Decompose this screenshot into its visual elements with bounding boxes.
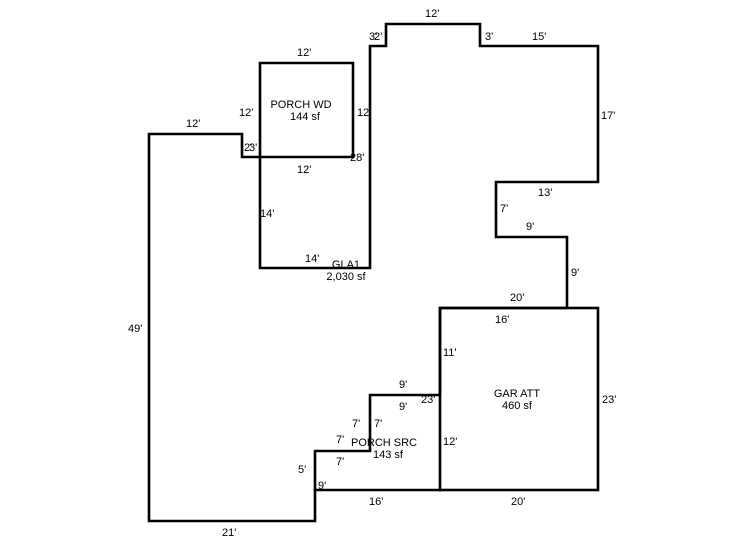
dimension-label: 9' xyxy=(399,379,407,391)
dimension-label: 23' xyxy=(602,394,616,406)
dimension-label: 14' xyxy=(305,253,319,265)
dimension-label: 9' xyxy=(526,221,534,233)
dimension-label: 12' xyxy=(239,107,253,119)
garage-outline xyxy=(438,306,600,492)
dimension-label: 28' xyxy=(350,152,364,164)
dimension-label: 11' xyxy=(443,347,457,359)
dimension-label: 7' xyxy=(374,418,382,430)
dimension-label: 12' xyxy=(186,118,200,130)
porch-wd-size: 144 sf xyxy=(290,111,321,123)
dimension-label: 3' xyxy=(249,142,257,154)
dimension-label: 20' xyxy=(510,292,524,304)
dimension-label: 20' xyxy=(511,496,525,508)
dimension-label: 7' xyxy=(336,456,344,468)
dimension-label: 9' xyxy=(571,267,579,279)
garage-size: 460 sf xyxy=(502,400,533,412)
dimension-label: 5' xyxy=(298,464,306,476)
dimension-label: 3' xyxy=(485,31,493,43)
dimension-label: 9' xyxy=(318,480,326,492)
dimension-label: 13' xyxy=(538,187,552,199)
dimension-label: 12' xyxy=(297,47,311,59)
garage-name: GAR ATT xyxy=(494,388,541,400)
porch-src-size: 143 sf xyxy=(373,449,404,461)
dimension-label: 2' xyxy=(374,31,382,43)
dimension-label: 12' xyxy=(357,107,371,119)
gla-outline xyxy=(147,22,600,523)
dimension-label: 2' xyxy=(244,142,252,154)
dimension-label: 14' xyxy=(260,208,274,220)
gla-size: 2,030 sf xyxy=(326,271,366,283)
dimension-label: 7' xyxy=(500,203,508,215)
dimension-label: 15' xyxy=(532,31,546,43)
dimension-label: 21' xyxy=(222,527,236,539)
porch-src-name: PORCH SRC xyxy=(351,437,417,449)
dimension-label: 17' xyxy=(601,110,615,122)
dimension-label: 16' xyxy=(495,314,509,326)
dimension-label: 7' xyxy=(336,434,344,446)
dimension-label: 23' xyxy=(421,394,435,406)
porch-wd-name: PORCH WD xyxy=(270,99,331,111)
dimension-label: 7' xyxy=(352,418,360,430)
dimension-label: 16' xyxy=(369,496,383,508)
dimension-label: 49' xyxy=(128,323,142,335)
dimension-label: 12' xyxy=(297,164,311,176)
dimension-label: 9' xyxy=(399,401,407,413)
gla-name: GLA1 xyxy=(332,259,360,271)
dimension-label: 12' xyxy=(443,436,457,448)
dimension-label: 3' xyxy=(369,31,377,43)
dimension-label: 12' xyxy=(425,8,439,20)
